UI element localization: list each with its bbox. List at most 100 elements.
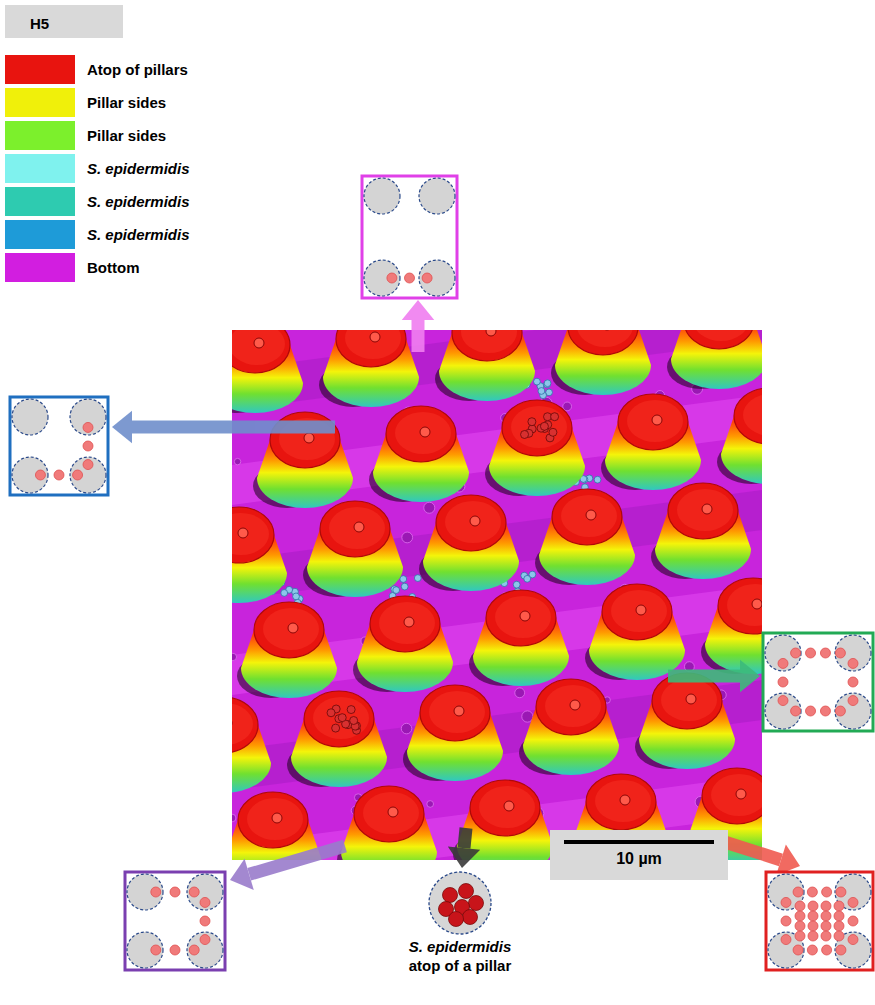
scale-label: 10 µm bbox=[550, 849, 728, 869]
pillar-top-highlight bbox=[232, 330, 285, 365]
pillar-dimple bbox=[454, 706, 464, 716]
bacterium-dot bbox=[778, 696, 788, 706]
pillar-dimple bbox=[370, 332, 380, 342]
schematic-inset bbox=[10, 397, 108, 495]
legend-swatch bbox=[5, 187, 75, 216]
pillar-top-highlight bbox=[595, 780, 651, 822]
bacterium-dot bbox=[834, 921, 844, 931]
bacteria-on-pillar bbox=[549, 428, 557, 436]
pillar-dimple bbox=[254, 338, 264, 348]
pillar-section bbox=[765, 693, 801, 729]
arrow-shaft bbox=[464, 828, 466, 848]
pillar bbox=[633, 673, 735, 769]
bacteria-bottom bbox=[281, 590, 288, 597]
pillar-section bbox=[12, 399, 48, 435]
pillar bbox=[232, 330, 303, 413]
pillar-dimple bbox=[238, 528, 248, 538]
bacterium-dot bbox=[848, 935, 858, 945]
pillar-top bbox=[602, 584, 672, 640]
bottom-pit bbox=[232, 653, 237, 660]
pillar-top-highlight bbox=[395, 412, 451, 454]
pillar-top-highlight bbox=[561, 495, 617, 537]
schematic-inset bbox=[362, 176, 457, 298]
legend-label: Pillar sides bbox=[87, 94, 166, 111]
bacterium-dot bbox=[835, 648, 845, 658]
pillar bbox=[301, 501, 421, 600]
pillar-top bbox=[452, 330, 522, 361]
bacterium-dot bbox=[170, 887, 180, 897]
bacterium-dot bbox=[795, 931, 805, 941]
bacteria-on-pillar bbox=[350, 717, 358, 725]
pillar-dimple bbox=[470, 516, 480, 526]
pillar-top bbox=[734, 388, 762, 444]
inset-arrow bbox=[712, 838, 800, 875]
bacterium-dot bbox=[791, 648, 801, 658]
bacterium-dot bbox=[778, 658, 788, 668]
bacterium-dot bbox=[795, 921, 805, 931]
pillar-dimple bbox=[354, 522, 364, 532]
pillar-top bbox=[270, 412, 340, 468]
bacteria-on-pillar bbox=[338, 714, 346, 722]
pillar-section bbox=[364, 260, 400, 296]
inset-frame bbox=[763, 633, 873, 731]
bacterium bbox=[469, 896, 484, 911]
pillar-section bbox=[364, 178, 400, 214]
pillar-section bbox=[127, 874, 163, 910]
inset-arrow bbox=[668, 660, 760, 693]
pillar-top bbox=[386, 406, 456, 462]
pillar-top-highlight bbox=[545, 685, 601, 727]
bacterium-dot bbox=[806, 706, 816, 716]
caption-text: S. epidermidis atop of a pillar bbox=[395, 938, 525, 976]
bacterium-dot bbox=[778, 677, 788, 687]
pillar-top-highlight bbox=[693, 330, 749, 341]
arrow-head bbox=[402, 300, 435, 320]
legend-label: Bottom bbox=[87, 259, 140, 276]
legend-swatch bbox=[5, 88, 75, 117]
pillar-top-highlight bbox=[677, 489, 733, 531]
inset-arrow bbox=[230, 846, 345, 890]
bacteria-bottom bbox=[544, 380, 551, 387]
pillar-section bbox=[127, 932, 163, 968]
bacterium-dot bbox=[781, 935, 791, 945]
pillar-section bbox=[70, 457, 106, 493]
pillar-section bbox=[12, 457, 48, 493]
caption-rest: atop of a pillar bbox=[409, 957, 512, 974]
afm-image bbox=[232, 330, 762, 860]
pillar bbox=[583, 584, 685, 680]
pillar-section bbox=[187, 932, 223, 968]
schematic-inset bbox=[766, 872, 873, 970]
bacterium bbox=[455, 900, 470, 915]
pillar-top bbox=[502, 400, 572, 456]
arrow-head bbox=[740, 660, 760, 693]
bottom-pit bbox=[424, 502, 435, 513]
bacteria-bottom bbox=[400, 576, 407, 583]
pillar-top-highlight bbox=[363, 792, 419, 834]
pillar-top bbox=[486, 590, 556, 646]
bacterium-dot bbox=[35, 470, 45, 480]
bacterium-dot bbox=[83, 422, 93, 432]
pillar-outline bbox=[429, 872, 491, 934]
bacterium-dot bbox=[848, 658, 858, 668]
pillar-top-highlight bbox=[711, 774, 762, 816]
bacterium-dot bbox=[83, 441, 93, 451]
pillar bbox=[715, 388, 762, 487]
arrow-shaft bbox=[712, 838, 781, 860]
inset-arrow bbox=[448, 828, 480, 868]
pillar-top bbox=[238, 792, 308, 848]
pillar-dimple bbox=[404, 617, 414, 627]
pillar-dimple bbox=[620, 795, 630, 805]
bacterium-dot bbox=[848, 677, 858, 687]
bottom-pit bbox=[427, 801, 434, 808]
bacterium bbox=[449, 912, 464, 927]
bacterium-dot bbox=[73, 470, 83, 480]
bacteria-on-pillar bbox=[347, 706, 355, 714]
bacteria-bottom bbox=[401, 583, 408, 590]
bacterium-dot bbox=[834, 901, 844, 911]
pillar-dimple bbox=[702, 504, 712, 514]
bacterium bbox=[459, 884, 474, 899]
inset-frame bbox=[766, 872, 873, 970]
pillar-dimple bbox=[636, 605, 646, 615]
bacterium-dot bbox=[781, 916, 791, 926]
bacterium-dot bbox=[821, 901, 831, 911]
